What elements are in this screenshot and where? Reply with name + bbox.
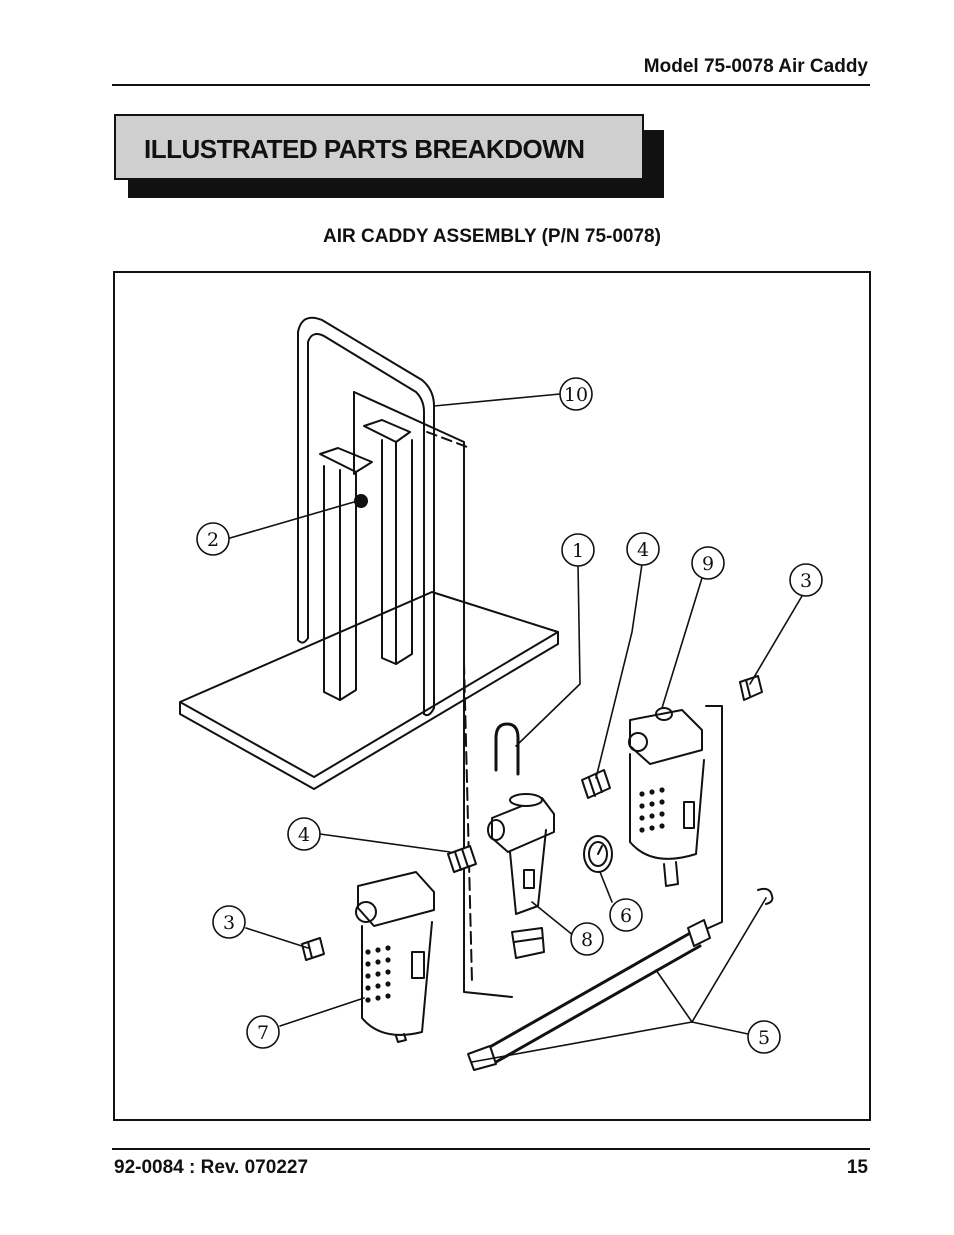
callout-10 xyxy=(559,377,593,411)
callout-1 xyxy=(561,533,595,567)
callout-8 xyxy=(570,922,604,956)
plug-lower xyxy=(301,937,325,961)
callout-6 xyxy=(609,898,643,932)
bolt xyxy=(354,494,368,508)
exploded-view-drawing: 10 2 1 4 9 3 4 6 3 8 7 5 xyxy=(179,316,823,1071)
callout-3-upper xyxy=(789,563,823,597)
section-title: ILLUSTRATED PARTS BREAKDOWN xyxy=(144,134,585,164)
callout-label: 1 xyxy=(572,540,584,562)
callout-9 xyxy=(691,546,725,580)
filter xyxy=(355,871,435,1043)
fitting-right xyxy=(581,769,611,799)
handle-frame xyxy=(297,316,435,717)
figure-title: AIR CADDY ASSEMBLY (P/N 75-0078) xyxy=(323,226,661,247)
callout-label: 10 xyxy=(564,384,588,406)
callout-label: 4 xyxy=(637,539,649,561)
callout-label: 7 xyxy=(257,1022,269,1044)
callout-3-lower xyxy=(212,905,246,939)
u-bolt xyxy=(494,722,520,776)
base-plate xyxy=(179,591,559,790)
footer-rule xyxy=(112,1148,870,1150)
model-title: Model 75-0078 Air Caddy xyxy=(643,56,868,77)
leader-lines xyxy=(229,393,803,1063)
callouts xyxy=(196,377,823,1054)
plug-upper xyxy=(739,675,763,701)
section-banner: ILLUSTRATED PARTS BREAKDOWN xyxy=(114,114,644,180)
callout-2 xyxy=(196,522,230,556)
gauge xyxy=(583,835,613,873)
callout-label: 2 xyxy=(207,529,219,551)
mounting-bracket xyxy=(353,391,513,998)
callout-label: 8 xyxy=(581,929,593,951)
callout-label: 3 xyxy=(223,912,235,934)
callout-4-upper xyxy=(626,532,660,566)
page-number: 15 xyxy=(846,1157,868,1178)
rear-post xyxy=(363,419,413,665)
callout-label: 9 xyxy=(702,553,714,575)
header-rule xyxy=(112,84,870,86)
callout-label: 6 xyxy=(620,905,632,927)
hose xyxy=(467,887,774,1071)
callout-7 xyxy=(246,1015,280,1049)
fitting-left xyxy=(447,845,477,873)
parts-diagram: 10 2 1 4 9 3 4 6 3 8 7 5 xyxy=(113,271,871,1121)
callout-5 xyxy=(747,1020,781,1054)
callout-label: 3 xyxy=(800,570,812,592)
callout-label: 5 xyxy=(758,1027,770,1049)
front-post xyxy=(319,447,373,701)
callout-label: 4 xyxy=(298,824,310,846)
regulator xyxy=(487,793,555,959)
lubricator xyxy=(628,705,723,931)
callout-4-lower xyxy=(287,817,321,851)
document-revision: 92-0084 : Rev. 070227 xyxy=(114,1157,309,1178)
